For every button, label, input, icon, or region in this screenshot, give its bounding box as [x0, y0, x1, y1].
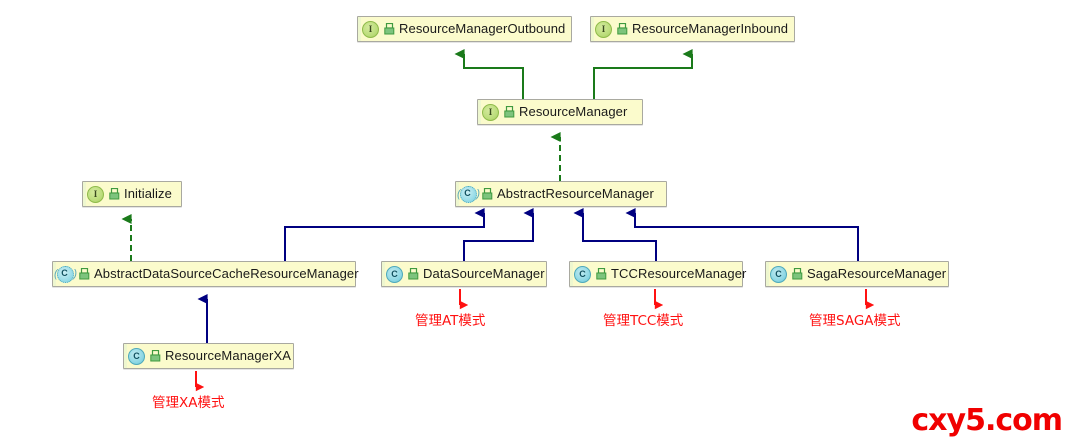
visibility-lock-icon	[504, 105, 516, 119]
class-icon	[128, 347, 145, 365]
visibility-lock-icon	[792, 267, 804, 281]
class-node-tccresourcemanager[interactable]: TCCResourceManager	[569, 261, 747, 287]
class-node-label: ResourceManagerOutbound	[399, 21, 566, 36]
abstract-class-icon: ()	[54, 265, 77, 283]
edge-abstractdatasourcecache-to-abstractresourcemanager	[284, 207, 485, 261]
annotation-label-tcc: 管理TCC模式	[603, 313, 684, 329]
visibility-lock-icon	[617, 22, 629, 36]
class-node-sagaresourcemanager[interactable]: SagaResourceManager	[765, 261, 949, 287]
class-node-datasourcemanager[interactable]: DataSourceManager	[381, 261, 547, 287]
visibility-lock-icon	[79, 267, 91, 281]
class-icon	[770, 265, 787, 283]
class-node-label: DataSourceManager	[423, 266, 545, 281]
class-node-resourcemanageroutbound[interactable]: ResourceManagerOutbound	[357, 16, 572, 42]
class-node-label: ResourceManagerXA	[165, 348, 291, 363]
interface-icon	[482, 103, 499, 121]
class-node-label: ResourceManager	[519, 104, 628, 119]
visibility-lock-icon	[596, 267, 608, 281]
visibility-lock-icon	[384, 22, 396, 36]
class-node-resourcemanager[interactable]: ResourceManager	[477, 99, 643, 125]
class-node-label: ResourceManagerInbound	[632, 21, 789, 36]
interface-icon	[595, 20, 612, 38]
class-icon	[386, 265, 403, 283]
interface-icon	[362, 20, 379, 38]
class-node-label: Initialize	[124, 186, 172, 201]
class-node-label: SagaResourceManager	[807, 266, 947, 281]
edge-resourcemanager-to-inbound	[593, 48, 693, 99]
class-node-abstractresourcemanager[interactable]: () AbstractResourceManager	[455, 181, 667, 207]
class-node-resourcemanagerxa[interactable]: ResourceManagerXA	[123, 343, 294, 369]
annotation-label-saga: 管理SAGA模式	[809, 313, 901, 329]
class-node-abstractdatasourcecacheresourcemanager[interactable]: () AbstractDataSourceCacheResourceManage…	[52, 261, 359, 287]
edge-datasourcemanager-to-abstractresourcemanager	[463, 207, 534, 261]
visibility-lock-icon	[109, 187, 121, 201]
class-icon	[574, 265, 591, 283]
abstract-class-icon: ()	[457, 185, 480, 203]
visibility-lock-icon	[482, 187, 494, 201]
edge-tccresourcemanager-to-abstractresourcemanager	[573, 207, 657, 261]
class-node-initialize[interactable]: Initialize	[82, 181, 182, 207]
class-node-resourcemanagerinbound[interactable]: ResourceManagerInbound	[590, 16, 795, 42]
watermark: cxy5.com	[911, 403, 1063, 438]
class-node-label: AbstractDataSourceCacheResourceManager	[94, 266, 359, 281]
visibility-lock-icon	[408, 267, 420, 281]
visibility-lock-icon	[150, 349, 162, 363]
annotation-label-at: 管理AT模式	[415, 313, 486, 329]
edge-sagaresourcemanager-to-abstractresourcemanager	[625, 207, 859, 261]
class-node-label: TCCResourceManager	[611, 266, 747, 281]
edge-resourcemanager-to-outbound	[454, 48, 524, 99]
class-node-label: AbstractResourceManager	[497, 186, 654, 201]
interface-icon	[87, 185, 104, 203]
annotation-label-xa: 管理XA模式	[152, 395, 225, 411]
